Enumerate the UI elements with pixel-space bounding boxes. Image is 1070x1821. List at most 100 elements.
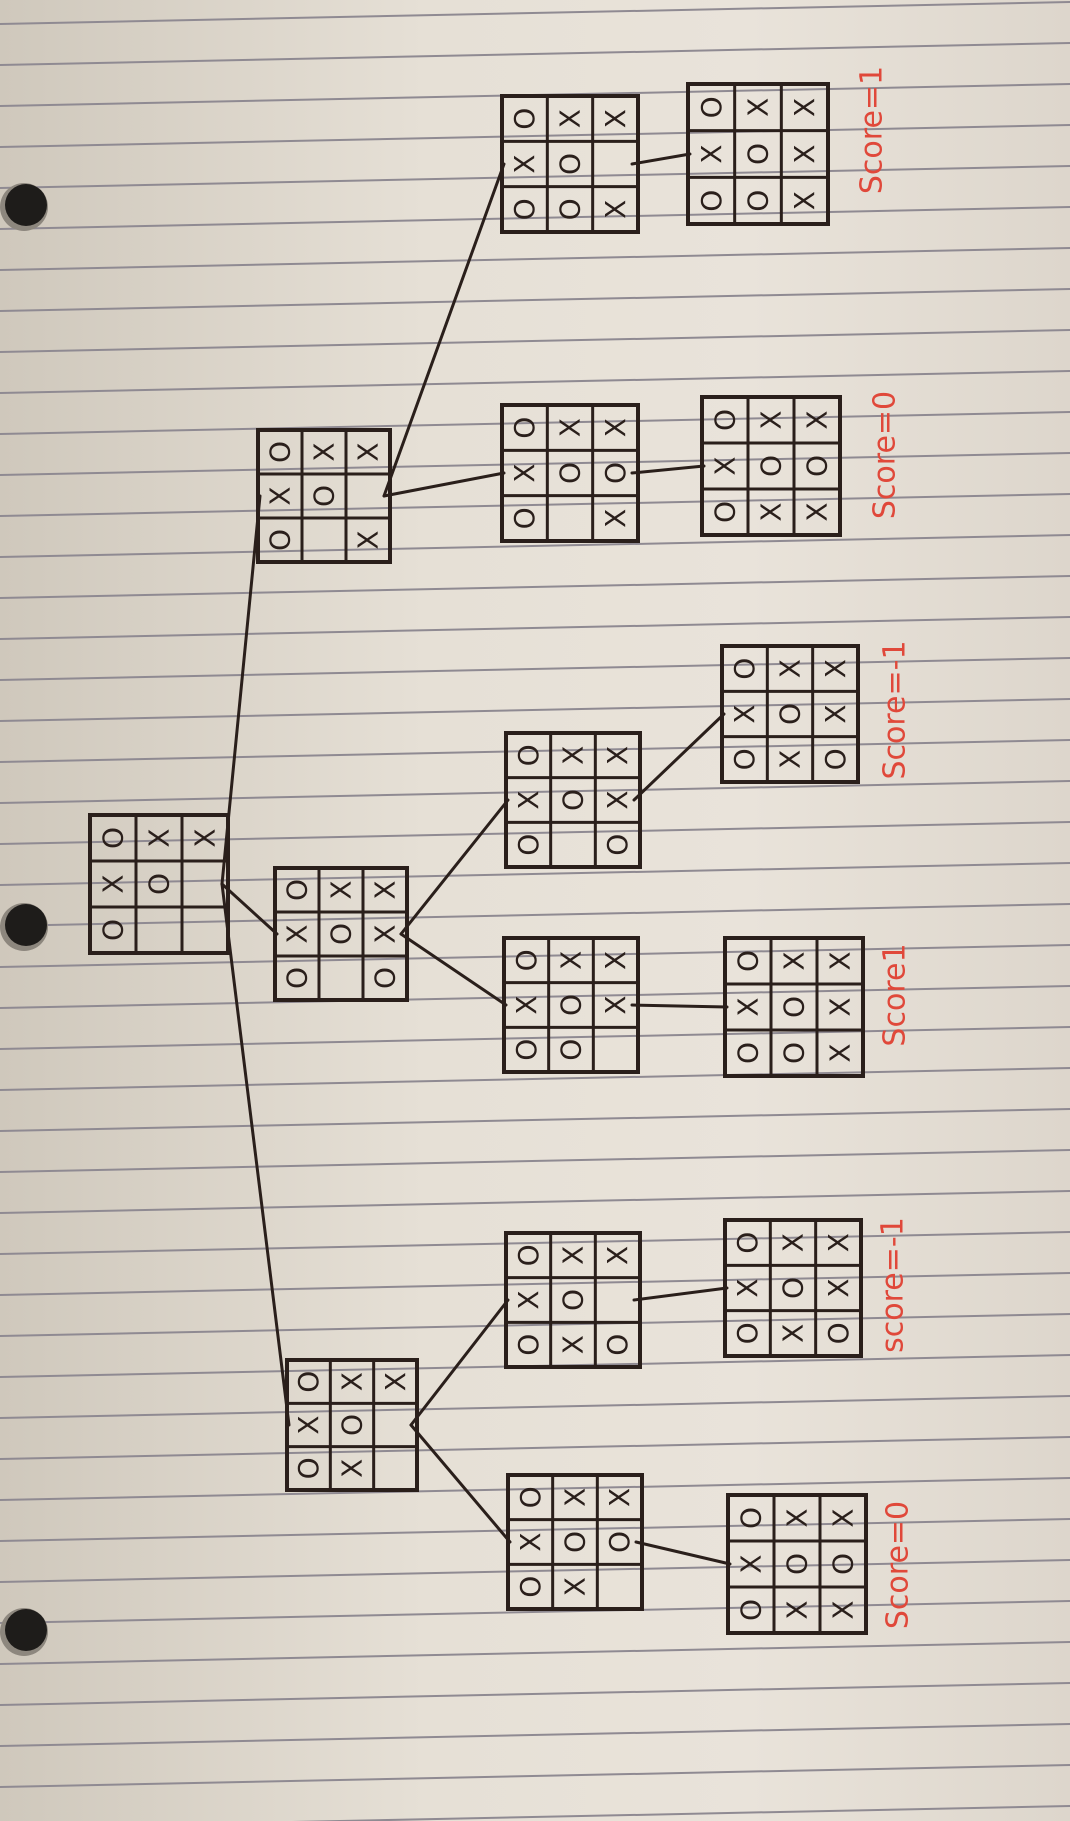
ruled-line — [0, 780, 1070, 804]
ruled-line — [0, 862, 1070, 886]
ruled-line — [0, 1026, 1070, 1050]
board-cell-mark: O — [512, 744, 545, 766]
board-cell-mark: X — [557, 746, 590, 765]
board-cell-mark: O — [514, 1486, 547, 1508]
board-cell-mark: O — [336, 1414, 369, 1436]
board-cell-mark: X — [599, 995, 632, 1014]
board-frame — [88, 813, 230, 955]
board-frame — [500, 403, 640, 543]
board-cell-mark: O — [508, 507, 541, 529]
board-cell-mark: O — [554, 462, 587, 484]
ruled-line — [0, 493, 1070, 517]
ruled-line — [0, 1600, 1070, 1624]
board-cell-mark: O — [554, 153, 587, 175]
tree-edge — [409, 1298, 510, 1427]
tree-edge — [632, 1286, 729, 1302]
board-cell-mark: X — [601, 790, 634, 809]
board-cell-mark: X — [264, 486, 297, 505]
binder-hole — [5, 904, 47, 946]
tree-edge — [220, 882, 279, 936]
board-cell-mark: X — [514, 1532, 547, 1551]
board-cell-mark: X — [512, 1290, 545, 1309]
board-cell-mark: O — [732, 950, 765, 972]
board-frame — [723, 1218, 863, 1358]
board-cell-mark: O — [325, 923, 358, 945]
ruled-line — [0, 206, 1070, 230]
tree-edge — [409, 1423, 512, 1544]
board-cell-mark: X — [559, 1577, 592, 1596]
board-cell-mark: X — [369, 880, 402, 899]
board-cell-mark: X — [599, 509, 632, 528]
board-frame — [726, 1493, 868, 1635]
board-cell-mark: O — [554, 198, 587, 220]
board-cell-mark: X — [189, 828, 222, 847]
board-cell-mark: O — [559, 1531, 592, 1553]
board-cell-mark: X — [508, 463, 541, 482]
board-cell-mark: X — [352, 442, 385, 461]
binder-holes — [0, 183, 48, 1656]
tree-edge — [630, 152, 692, 166]
board-cell-mark: O — [695, 96, 728, 118]
board-cell-mark: O — [510, 1039, 543, 1061]
ruled-line — [0, 739, 1070, 763]
ruled-line — [0, 165, 1070, 189]
board-cell-mark: O — [778, 996, 811, 1018]
board-cell-mark: X — [379, 1372, 412, 1391]
board-cell-mark: X — [731, 1278, 764, 1297]
board-cell-mark: O — [510, 949, 543, 971]
board-cell-mark: O — [599, 462, 632, 484]
board-cell-mark: O — [742, 190, 775, 212]
board-cell-mark: O — [827, 1553, 860, 1575]
board-frame — [686, 82, 830, 226]
board-cell-mark: X — [308, 442, 341, 461]
board-cell-mark: X — [742, 98, 775, 117]
ruled-line — [0, 657, 1070, 681]
board-cell-mark: O — [742, 143, 775, 165]
score-label: Score=0 — [881, 1501, 916, 1629]
ruled-line — [0, 944, 1070, 968]
board-cell-mark: O — [603, 1531, 636, 1553]
board-cell-mark: O — [555, 1039, 588, 1061]
ruled-line — [0, 1641, 1070, 1665]
board-cell-mark: X — [599, 418, 632, 437]
board-cell-mark: O — [512, 1244, 545, 1266]
tree-edge — [399, 798, 510, 936]
board-cell-mark: O — [143, 873, 176, 895]
board-cell-mark: O — [819, 748, 852, 770]
ruled-line — [0, 124, 1070, 148]
board-cell-mark: X — [603, 1488, 636, 1507]
board-cell-mark: X — [143, 828, 176, 847]
ruled-line — [0, 903, 1070, 927]
board-cell-mark: X — [781, 1508, 814, 1527]
board-cell-mark: O — [281, 879, 314, 901]
board-frame — [700, 395, 842, 537]
board-frame — [500, 94, 640, 234]
tree-edge — [382, 471, 506, 498]
ruled-line — [0, 1067, 1070, 1091]
tree-edge — [632, 712, 726, 802]
ruled-line — [0, 247, 1070, 271]
board-cell-mark: O — [732, 1042, 765, 1064]
board-cell-mark: X — [601, 746, 634, 765]
ruled-line — [0, 985, 1070, 1009]
board-cell-mark: X — [801, 502, 834, 521]
board-cell-mark: O — [512, 834, 545, 856]
ruled-line — [0, 1436, 1070, 1460]
ruled-line — [0, 411, 1070, 435]
board-cell-mark: X — [824, 951, 857, 970]
board-cell-mark: X — [827, 1600, 860, 1619]
ruled-line — [0, 452, 1070, 476]
board-cell-mark: O — [731, 1322, 764, 1344]
board-cell-mark: O — [514, 1576, 547, 1598]
board-cell-mark: X — [778, 951, 811, 970]
board-frame — [504, 731, 642, 869]
ruled-line — [0, 288, 1070, 312]
